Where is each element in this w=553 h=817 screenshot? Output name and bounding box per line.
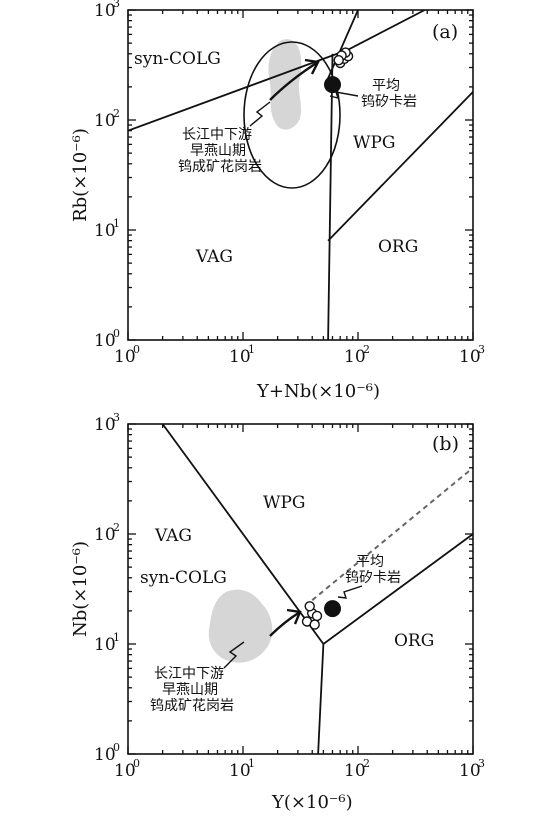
panel-a-ytick-exp: 3 bbox=[113, 0, 120, 10]
panel-a-frame bbox=[127, 9, 474, 341]
panel-a-xlabel: Y+Nb(×10⁻⁶) bbox=[256, 381, 380, 402]
panel-b-boundary-line bbox=[322, 533, 474, 645]
panel-a-xtick-label: 10 bbox=[344, 347, 366, 367]
panel-a-ytick-exp: 1 bbox=[113, 217, 120, 230]
panel-a-mean-point bbox=[324, 76, 341, 94]
panel-b-xtick-label: 10 bbox=[114, 761, 136, 781]
panel-b-xtick-exp: 1 bbox=[248, 757, 255, 770]
panel-b-label-wpg: WPG bbox=[263, 493, 306, 513]
panel-a-mean-label-1: 平均 bbox=[372, 78, 400, 94]
panel-a-mean-leader bbox=[329, 91, 359, 99]
panel-b-points bbox=[301, 600, 341, 630]
panel-b-ytick-exp: 0 bbox=[113, 741, 120, 754]
panel-a-tag: (a) bbox=[432, 21, 458, 43]
panel-a-boundary-line bbox=[339, 9, 426, 55]
panel-a-ytick-label: 10 bbox=[94, 221, 116, 241]
panel-b-skarn-point bbox=[311, 610, 323, 622]
panel-a-granite-label-2: 早燕山期 bbox=[190, 143, 246, 159]
panel-a-granite-label-3: 钨成矿花岗岩 bbox=[178, 159, 262, 175]
panel-a-xtick-exp: 3 bbox=[478, 343, 485, 356]
panel-a-ytick-label: 10 bbox=[94, 1, 116, 21]
panel-b-xlabel: Y(×10⁻⁶) bbox=[271, 792, 353, 813]
panel-a-xtick-exp: 1 bbox=[248, 343, 255, 356]
panel-b-boundary-line bbox=[161, 423, 325, 645]
panel-b-ytick-exp: 1 bbox=[113, 631, 120, 644]
panel-a-points bbox=[324, 47, 354, 94]
panel-b-granite-leader bbox=[223, 641, 245, 669]
panel-b-boundaries bbox=[161, 423, 474, 755]
panel-b-xtick-label: 10 bbox=[229, 761, 251, 781]
panel-a-boundary-line bbox=[127, 50, 344, 132]
panel-b-mean-point bbox=[324, 600, 341, 618]
panel-b-label-syn-colg: syn-COLG bbox=[140, 568, 227, 588]
panel-b-xtick-label: 10 bbox=[459, 761, 481, 781]
panel-b-granite-label-3: 钨成矿花岗岩 bbox=[150, 698, 234, 714]
panel-a-xtick-exp: 0 bbox=[133, 343, 140, 356]
panel-b-xtick-exp: 3 bbox=[478, 757, 485, 770]
panel-a-mean-label-2: 钨矽卡岩 bbox=[361, 94, 417, 110]
panel-b-tag: (b) bbox=[432, 433, 459, 455]
panel-a-label-wpg: WPG bbox=[353, 133, 396, 153]
panel-b-label-org: ORG bbox=[394, 631, 434, 651]
panel-a-granite-label-1: 长江中下游 bbox=[182, 127, 252, 143]
panel-a-ytick-label: 10 bbox=[94, 111, 116, 131]
panel-b-xtick-exp: 2 bbox=[363, 757, 370, 770]
panel-a-arrow bbox=[269, 58, 320, 101]
panel-b-granite-field bbox=[208, 589, 273, 663]
panel-b-mean-leader bbox=[337, 585, 363, 599]
panel-a-ylabel: Rb(×10⁻⁶) bbox=[70, 128, 91, 222]
panel-a-xtick-exp: 2 bbox=[363, 343, 370, 356]
panel-a-granite-field bbox=[268, 39, 302, 130]
panel-a-ytick-exp: 0 bbox=[113, 327, 120, 340]
panel-b-skarn-point bbox=[304, 601, 315, 612]
panel-b-granite-shape bbox=[208, 589, 273, 663]
panel-b-ytick-label: 10 bbox=[94, 745, 116, 765]
panel-a-ytick-label: 10 bbox=[94, 331, 116, 351]
panel-a-granite-shape bbox=[268, 39, 302, 130]
panel-a-xtick-label: 10 bbox=[229, 347, 251, 367]
panel-a-granite-ellipse bbox=[243, 41, 341, 189]
panel-b-granite-label-2: 早燕山期 bbox=[162, 682, 218, 698]
panel-b-frame bbox=[127, 423, 474, 755]
panel-a-ytick-exp: 2 bbox=[113, 107, 120, 120]
panel-b-ytick-label: 10 bbox=[94, 635, 116, 655]
panel-b-label-vag: VAG bbox=[154, 526, 192, 546]
panel-b-granite-label-1: 长江中下游 bbox=[154, 666, 224, 682]
panel-b-xtick-exp: 0 bbox=[133, 757, 140, 770]
panel-a-granite-leader bbox=[249, 101, 271, 127]
panel-a-xtick-label: 10 bbox=[114, 347, 136, 367]
panel-a-label-syn-colg: syn-COLG bbox=[134, 49, 221, 69]
panel-a-label-vag: VAG bbox=[195, 247, 233, 267]
panel-b-dashed-boundary bbox=[311, 467, 474, 601]
panel-a-boundary-line bbox=[327, 91, 474, 242]
panel-a-boundary-line bbox=[327, 53, 334, 341]
panel-b-ytick-label: 10 bbox=[94, 525, 116, 545]
panel-a-label-org: ORG bbox=[378, 237, 418, 257]
panel-a-boundaries bbox=[127, 9, 474, 341]
panel-b-arrow bbox=[269, 608, 302, 637]
panel-b-mean-label-1: 平均 bbox=[356, 554, 384, 570]
panel-a-skarn-point bbox=[333, 55, 344, 66]
panel-b-xtick-label: 10 bbox=[344, 761, 366, 781]
panel-b-mean-label-2: 钨矽卡岩 bbox=[345, 570, 401, 586]
panel-a-xtick-label: 10 bbox=[459, 347, 481, 367]
panel-b-ytick-exp: 2 bbox=[113, 521, 120, 534]
panel-b-ylabel: Nb(×10⁻⁶) bbox=[70, 541, 91, 637]
panel-b-boundary-line bbox=[317, 643, 325, 755]
panel-b-skarn-point bbox=[309, 619, 320, 630]
panel-b-ytick-exp: 3 bbox=[113, 411, 120, 424]
panel-b-ytick-label: 10 bbox=[94, 415, 116, 435]
